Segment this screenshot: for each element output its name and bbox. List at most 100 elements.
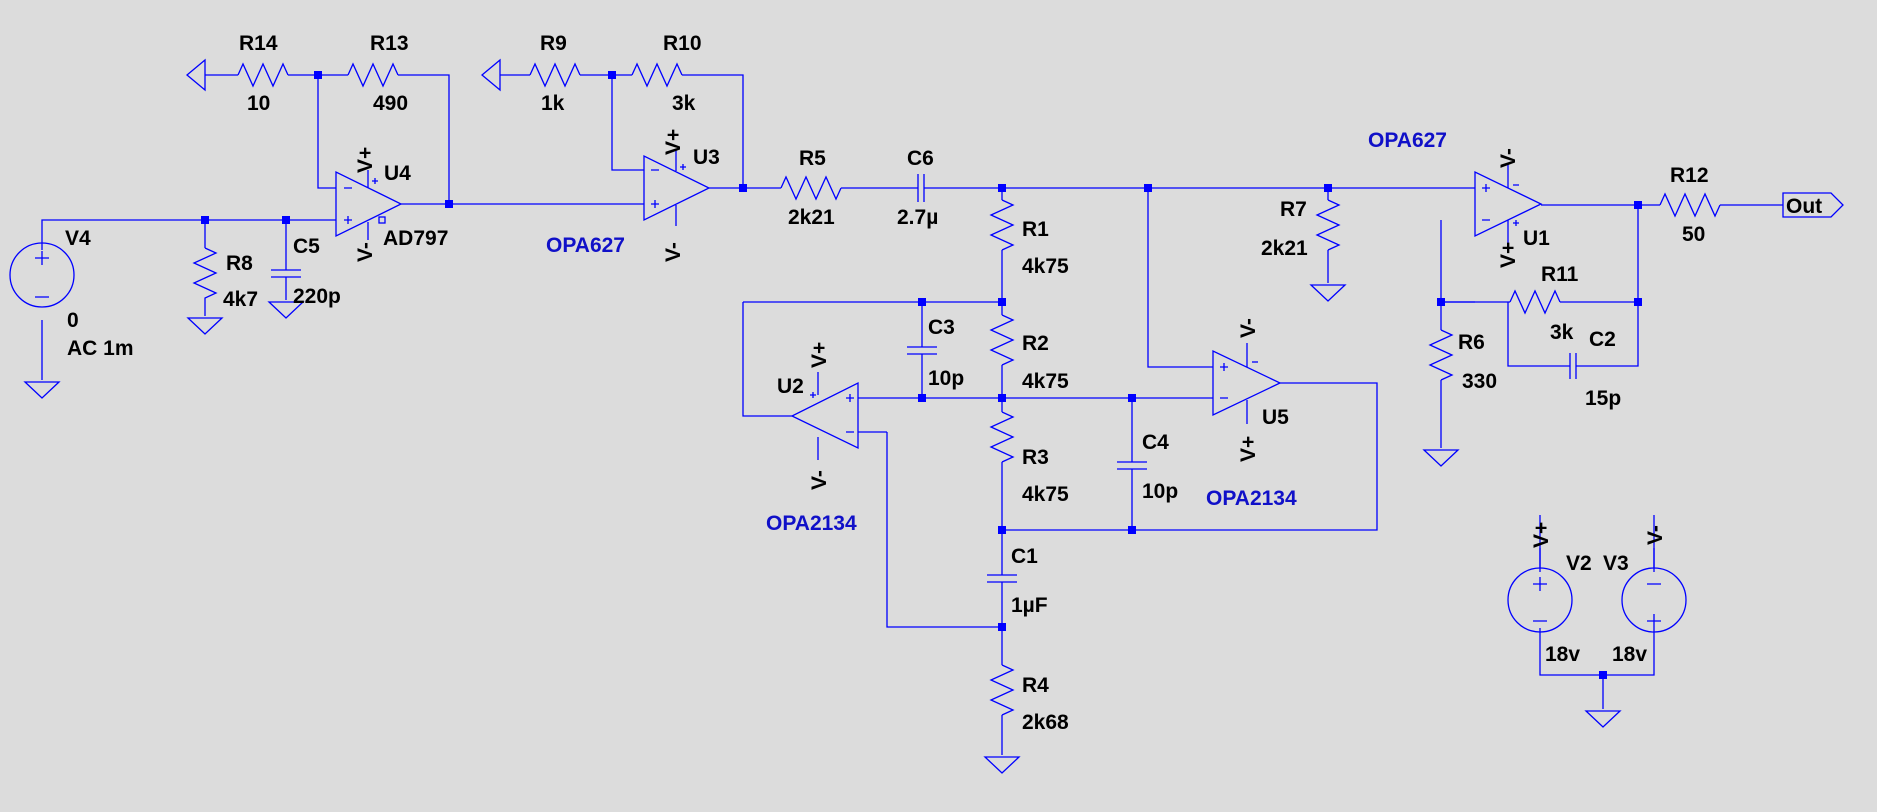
r8-value: 4k7 — [223, 288, 258, 311]
r2-value: 4k75 — [1022, 370, 1069, 393]
u5-ref: U5 — [1262, 406, 1289, 429]
resistor-r1-icon — [989, 199, 1015, 251]
voltage-source-v3-icon — [1621, 515, 1687, 633]
v4-dc-value: 0 — [67, 309, 79, 332]
u5-vplus-label: V+ — [1237, 436, 1260, 462]
u4-vminus-label: V- — [354, 242, 377, 262]
r3-ref: R3 — [1022, 446, 1049, 469]
ground-symbols — [24, 58, 1621, 774]
u2-model: OPA2134 — [766, 512, 857, 535]
r14-value: 10 — [247, 92, 270, 115]
resistor-r12-icon — [1659, 192, 1721, 218]
opamp-u5-icon — [1212, 343, 1282, 424]
capacitor-c3-icon — [907, 340, 937, 365]
resistor-symbols — [192, 62, 1721, 716]
r2-ref: R2 — [1022, 332, 1049, 355]
r4-value: 2k68 — [1022, 711, 1069, 734]
r7-ref: R7 — [1280, 198, 1307, 221]
u4-model: AD797 — [383, 227, 448, 250]
opamp-u3-icon — [643, 150, 711, 226]
r5-value: 2k21 — [788, 206, 835, 229]
c6-ref: C6 — [907, 147, 934, 170]
v3-value: 18v — [1612, 643, 1647, 666]
resistor-r10-icon — [631, 62, 683, 88]
u1-ref: U1 — [1523, 227, 1550, 250]
c6-value: 2.7µ — [897, 206, 938, 229]
u3-vminus-label: V- — [662, 242, 685, 262]
v4-ac-value: AC 1m — [67, 337, 134, 360]
ground-r6-icon — [1423, 449, 1459, 467]
v2-vplus-label: V+ — [1530, 522, 1553, 548]
resistor-r5-icon — [780, 175, 842, 201]
r9-ref: R9 — [540, 32, 567, 55]
c5-ref: C5 — [293, 235, 320, 258]
r13-ref: R13 — [370, 32, 409, 55]
resistor-r4-icon — [989, 664, 1015, 716]
u2-vminus-label: V- — [808, 470, 831, 490]
c1-value: 1µF — [1011, 594, 1048, 617]
r10-value: 3k — [672, 92, 696, 115]
r14-ref: R14 — [239, 32, 278, 55]
v2-value: 18v — [1545, 643, 1580, 666]
junctions — [201, 71, 1642, 679]
v4-ref: V4 — [65, 227, 91, 250]
u1-model: OPA627 — [1368, 129, 1447, 152]
wires — [41, 74, 1783, 755]
capacitor-c6-icon — [905, 174, 937, 202]
v3-ref: V3 — [1603, 552, 1629, 575]
r1-ref: R1 — [1022, 218, 1049, 241]
u2-vplus-label: V+ — [808, 342, 831, 368]
u3-ref: U3 — [693, 146, 720, 169]
u5-vminus-label: V- — [1237, 318, 1260, 338]
r13-value: 490 — [373, 92, 408, 115]
resistor-r14-icon — [237, 62, 289, 88]
u3-model: OPA627 — [546, 234, 625, 257]
voltage-source-v4-icon — [9, 242, 75, 308]
r1-value: 4k75 — [1022, 255, 1069, 278]
capacitor-c5-icon — [271, 260, 301, 290]
c3-ref: C3 — [928, 316, 955, 339]
ground-r9-icon — [480, 58, 501, 92]
u2-ref: U2 — [777, 375, 804, 398]
ground-supply-icon — [1585, 710, 1621, 728]
r4-ref: R4 — [1022, 674, 1049, 697]
out-port-icon — [1782, 192, 1844, 218]
ground-v4-icon — [24, 381, 60, 399]
c3-value: 10p — [928, 367, 964, 390]
resistor-r9-icon — [529, 62, 581, 88]
u1-vminus-label: V- — [1497, 148, 1520, 168]
c2-ref: C2 — [1589, 328, 1616, 351]
v3-vminus-label: V- — [1644, 525, 1667, 545]
r11-ref: R11 — [1541, 263, 1579, 286]
u4-ref: U4 — [384, 162, 411, 185]
opamp-u1-icon — [1474, 164, 1543, 244]
resistor-r2-icon — [989, 314, 1015, 366]
capacitor-c2-icon — [1561, 353, 1585, 379]
u1-vplus-label: V+ — [1497, 242, 1520, 268]
resistor-r11-icon — [1509, 289, 1561, 315]
u3-vplus-label: V+ — [662, 129, 685, 155]
resistor-r6-icon — [1428, 329, 1454, 381]
out-port-label: Out — [1786, 195, 1822, 218]
ground-r7-icon — [1310, 284, 1346, 302]
v2-ref: V2 — [1566, 552, 1592, 575]
u5-model: OPA2134 — [1206, 487, 1297, 510]
r7-value: 2k21 — [1261, 237, 1308, 260]
r11-value: 3k — [1550, 321, 1574, 344]
resistor-r3-icon — [989, 411, 1015, 463]
opamp-u2-icon — [790, 372, 859, 460]
resistor-r8-icon — [192, 247, 218, 316]
capacitor-symbols — [271, 174, 1585, 596]
r9-value: 1k — [541, 92, 565, 115]
c5-value: 220p — [293, 285, 341, 308]
r10-ref: R10 — [663, 32, 702, 55]
capacitor-c4-icon — [1117, 455, 1147, 480]
ground-r4-icon — [984, 756, 1020, 774]
c4-ref: C4 — [1142, 431, 1169, 454]
r3-value: 4k75 — [1022, 483, 1069, 506]
ground-r8-icon — [187, 317, 223, 335]
c4-value: 10p — [1142, 480, 1178, 503]
opamp-u4-icon — [335, 170, 403, 240]
voltage-source-v2-icon — [1507, 515, 1573, 633]
resistor-r7-icon — [1315, 199, 1341, 251]
